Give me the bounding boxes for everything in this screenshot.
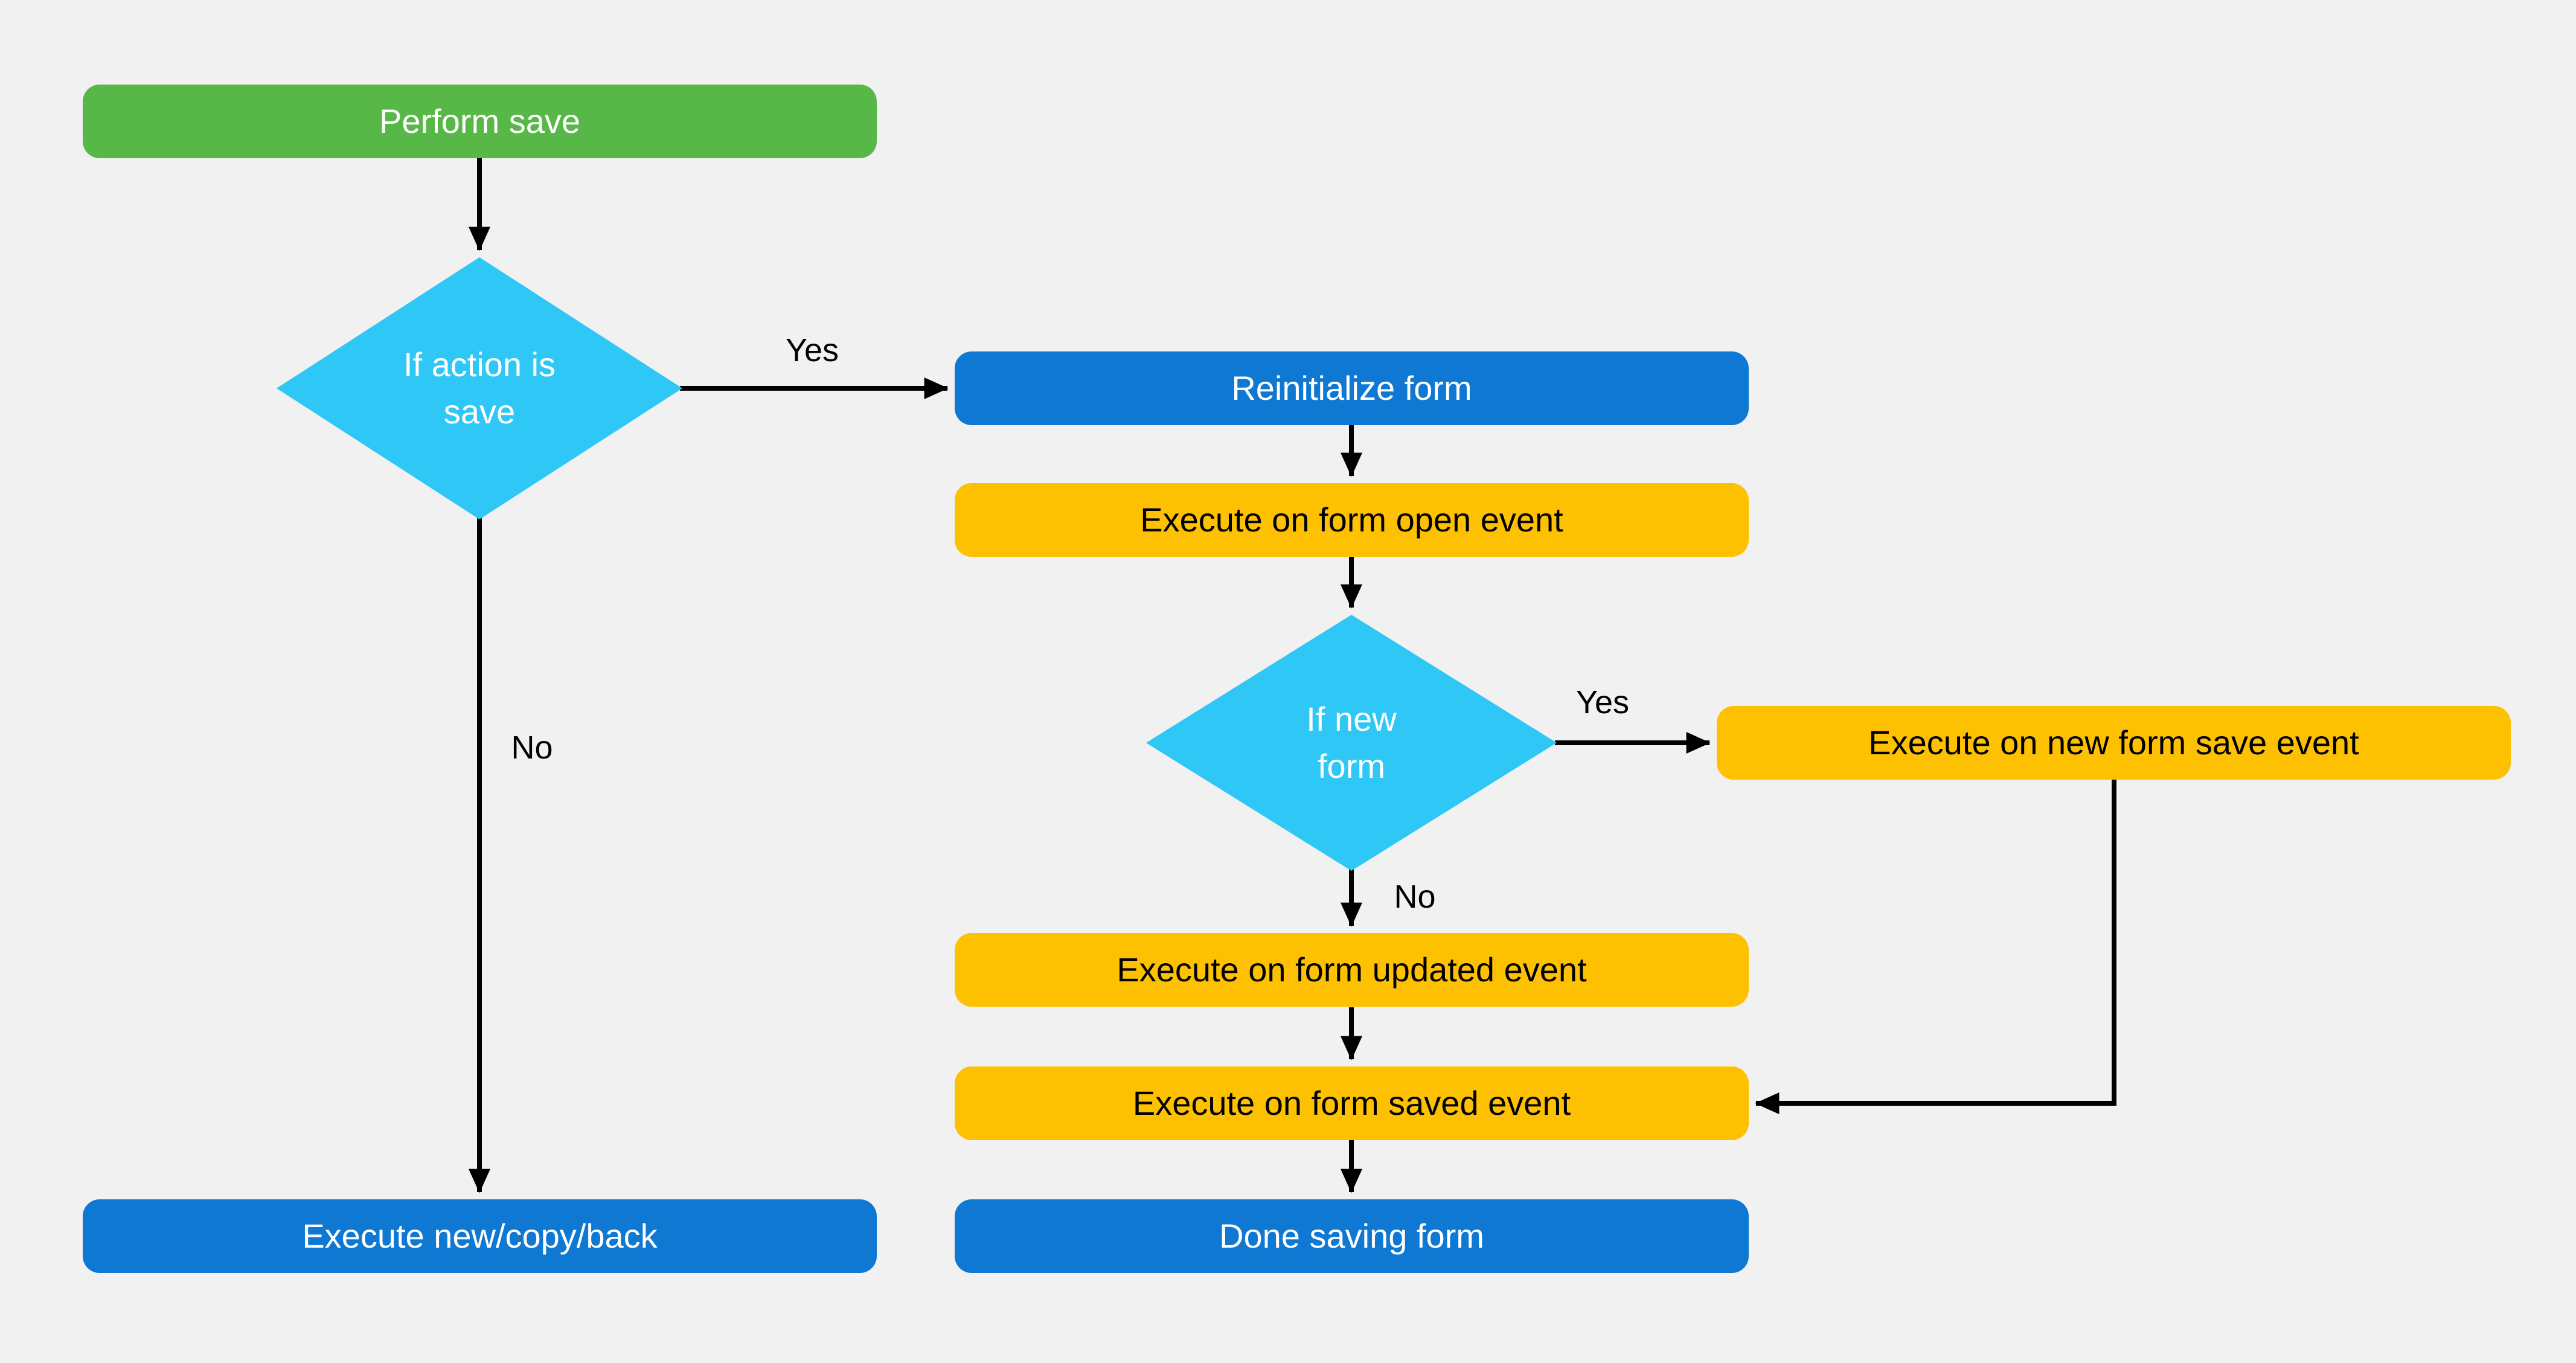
node-execute-on-form-updated-event: Execute on form updated event	[955, 933, 1749, 1007]
node-execute-on-new-form-save-event-label: Execute on new form save event	[1868, 723, 2359, 762]
node-execute-new-copy-back: Execute new/copy/back	[83, 1199, 877, 1273]
node-execute-on-form-saved-event: Execute on form saved event	[955, 1066, 1749, 1140]
edge-label-new-form-yes: Yes	[1575, 684, 1630, 720]
node-reinitialize-form: Reinitialize form	[955, 351, 1749, 425]
node-if-action-is-save-label-line1: If action is	[403, 345, 556, 383]
edge-execute-on-new-form-save-event-to-execute-on-form-saved-event	[1755, 780, 2116, 1114]
node-execute-on-form-saved-event-label: Execute on form saved event	[1132, 1084, 1571, 1122]
node-reinitialize-form-label: Reinitialize form	[1231, 369, 1472, 407]
edge-label-new-form-no: No	[1394, 879, 1436, 915]
node-if-action-is-save-label-line2: save	[443, 393, 516, 431]
node-execute-new-copy-back-label: Execute new/copy/back	[302, 1217, 658, 1255]
node-execute-on-form-open-event-label: Execute on form open event	[1140, 501, 1563, 539]
node-done-saving-form: Done saving form	[955, 1199, 1749, 1273]
edge-label-action-is-save-yes: Yes	[785, 332, 839, 368]
node-done-saving-form-label: Done saving form	[1219, 1217, 1484, 1255]
node-execute-on-form-open-event: Execute on form open event	[955, 483, 1749, 557]
node-perform-save: Perform save	[83, 85, 877, 158]
node-if-new-form-label-line2: form	[1318, 747, 1385, 785]
node-execute-on-form-updated-event-label: Execute on form updated event	[1117, 951, 1587, 989]
node-if-new-form-label-line1: If new	[1306, 700, 1397, 738]
edge-label-action-is-save-no: No	[511, 730, 553, 766]
node-execute-on-new-form-save-event: Execute on new form save event	[1717, 706, 2511, 780]
node-perform-save-label: Perform save	[379, 102, 580, 140]
